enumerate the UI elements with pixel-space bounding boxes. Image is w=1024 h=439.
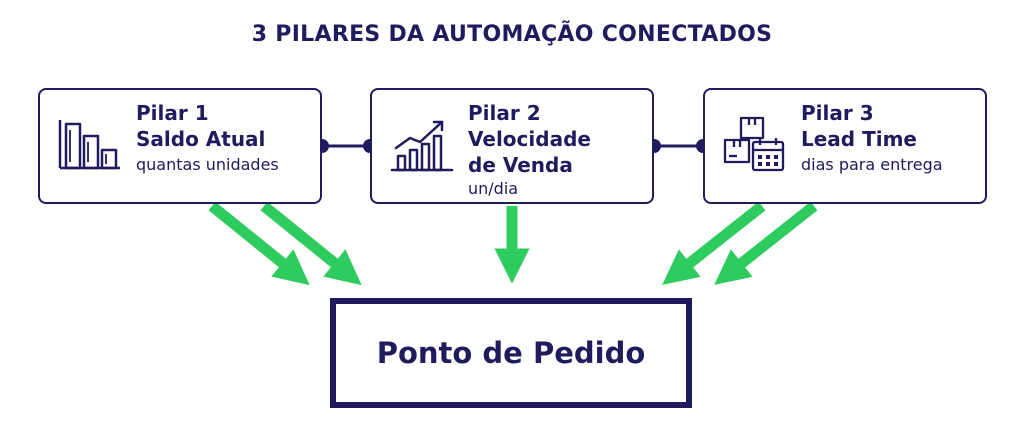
green-arrow — [260, 201, 362, 286]
pillar-1-label: Pilar 1 — [136, 101, 209, 125]
reorder-point-label: Ponto de Pedido — [376, 336, 646, 370]
growth-chart-icon — [390, 116, 456, 178]
green-arrow — [208, 201, 310, 286]
reorder-point-box: Ponto de Pedido — [330, 298, 692, 408]
pillar-1-name: Saldo Atual — [136, 127, 266, 151]
pillar-2-label: Pilar 2 — [468, 101, 541, 125]
pillar-3-desc: dias para entrega — [801, 155, 943, 174]
pillar-3-label: Pilar 3 — [801, 101, 874, 125]
inventory-bars-icon — [58, 116, 124, 178]
pillar-1-desc: quantas unidades — [136, 155, 279, 174]
pillar-3-card: Pilar 3 Lead Time dias para entrega — [703, 88, 987, 204]
diagram-title: 3 PILARES DA AUTOMAÇÃO CONECTADOS — [251, 22, 773, 47]
boxes-calendar-icon — [723, 116, 789, 178]
pillar-2-desc: un/dia — [468, 179, 519, 198]
green-arrow — [662, 201, 766, 285]
pillar-1-card: Pilar 1 Saldo Atual quantas unidades — [38, 88, 322, 204]
pillar-2-card: Pilar 2 Velocidade de Venda un/dia — [370, 88, 654, 204]
pillar-2-name-line1: Velocidade — [468, 127, 591, 151]
green-arrow — [714, 201, 818, 285]
pillar-2-name-line2: de Venda — [468, 153, 573, 177]
pillar-3-name: Lead Time — [801, 127, 917, 151]
